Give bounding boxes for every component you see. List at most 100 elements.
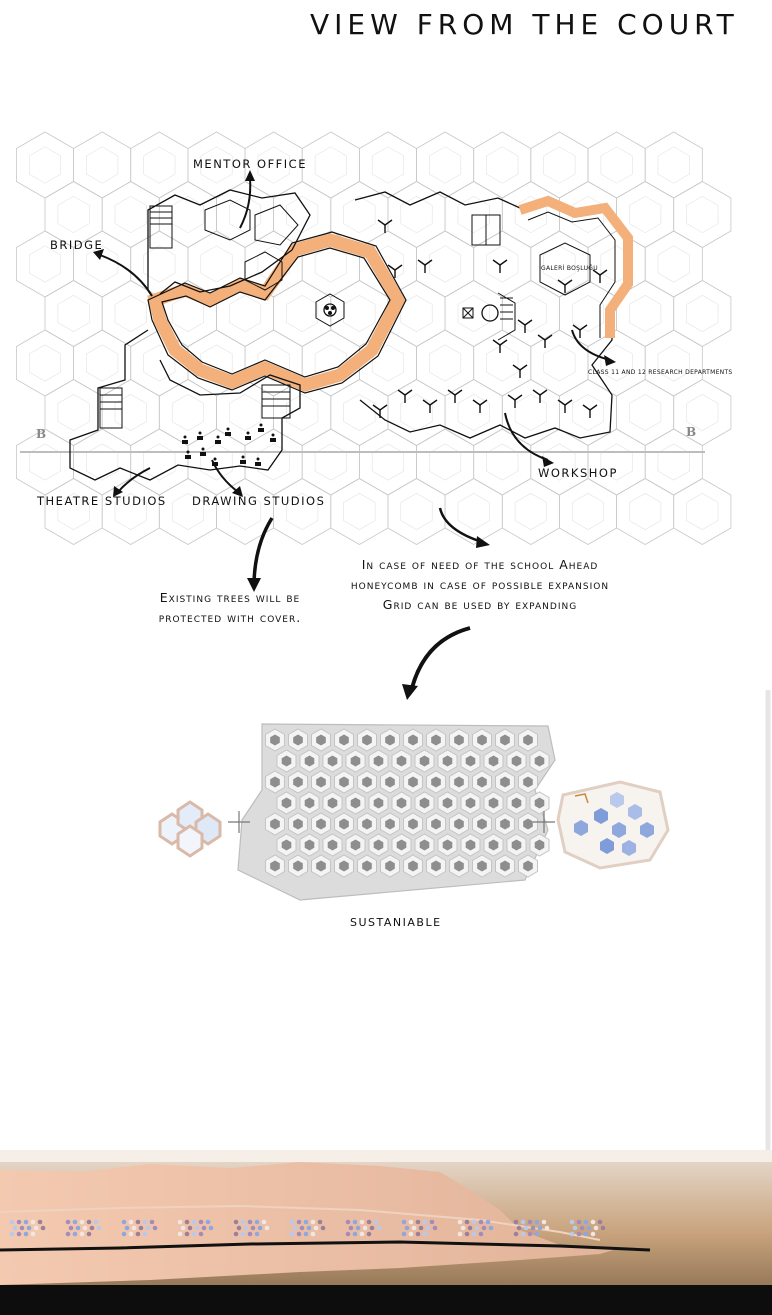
facade-opening [16,1219,22,1225]
workshop-bench [387,264,403,278]
facade-opening [75,1225,81,1231]
honeycomb-hole [350,797,361,809]
honeycomb-cell [276,833,297,857]
honeycomb-hole [270,734,280,746]
facade-opening [9,1231,15,1237]
honeycomb-cell [299,749,320,773]
facade-opening [247,1219,253,1225]
facade-opening [205,1219,211,1225]
facade-opening [478,1219,484,1225]
workshop-bench [537,334,553,348]
honeycomb-cell [391,833,412,857]
grid-hex-inner [57,394,90,431]
grid-hex-inner [371,146,405,184]
grid-hex [673,478,732,545]
honeycomb-cell [529,749,550,773]
honeycomb-cell [506,749,527,773]
honeycomb-hole [327,839,338,851]
grid-hex [301,131,360,199]
chair [246,431,250,435]
honeycomb-hole [373,755,384,767]
facade-opening [208,1225,214,1231]
facade-opening [317,1219,323,1225]
grid-hex [673,379,732,446]
grid-hex [587,131,646,199]
desk [270,438,276,442]
grid-hex [530,131,589,199]
grid-hex-inner [371,245,405,283]
grid-hex-inner [400,295,433,332]
honeycomb-cell [391,791,412,815]
facade-opening [184,1231,190,1237]
grid-hex-inner [57,295,90,332]
facade-opening [576,1219,582,1225]
grid-hex-inner [86,245,119,283]
facade-opening [600,1225,606,1231]
facade-opening [432,1225,438,1231]
grid-hex-inner [200,146,233,184]
grid-hex-inner [629,493,662,530]
honeycomb-cell [518,812,538,836]
note-existing-trees: Existing trees will be protected with co… [135,588,325,628]
grid-hex-inner [57,195,90,234]
grid-hex [644,131,703,199]
facade-opening [142,1219,148,1225]
facade-opening [593,1225,599,1231]
grid-hex-inner [543,146,576,184]
grid-hex-inner [229,195,262,234]
grid-hex [273,280,332,347]
facade-opening [425,1225,431,1231]
note-expansion: In case of need of the school Ahead hone… [300,555,660,615]
facade-opening [184,1219,190,1225]
facade-opening [467,1225,473,1231]
grid-hex [158,478,217,545]
facade-opening [86,1231,92,1237]
facade-opening [191,1219,197,1225]
grid-hex-inner [171,493,204,530]
label-bridge: BRIDGE [50,238,104,252]
facade-opening [233,1231,239,1237]
facade-opening [37,1219,43,1225]
facade-opening [124,1225,130,1231]
facade-opening [348,1225,354,1231]
grid-hex [44,280,103,347]
grid-hex-inner [343,394,376,431]
grid-hex-inner [229,295,262,332]
honeycomb-cell [506,833,527,857]
grid-hex [73,131,132,199]
arrow-trees [252,517,274,584]
honeycomb-cell [322,791,343,815]
grid-hex [473,131,532,199]
grid-hex-inner [400,394,433,431]
honeycomb-hole [523,860,533,872]
grid-hex-inner [571,493,605,530]
grid-hex [130,131,189,199]
arrow-expansion [438,507,483,544]
grid-hex-inner [400,195,433,234]
facade-opening [23,1231,29,1237]
facade-opening [513,1231,519,1237]
honeycomb-cell [518,728,538,752]
honeycomb-cell [437,749,458,773]
facade-opening [408,1219,414,1225]
facade-opening [82,1225,88,1231]
facade-opening [572,1225,578,1231]
honeycomb-hole [454,860,464,872]
honeycomb-cell [345,749,366,773]
facade-opening [520,1231,526,1237]
grid-hex-inner [486,245,519,283]
facade-opening [310,1219,316,1225]
facade-opening [464,1231,470,1237]
honeycomb-hole [477,734,487,746]
honeycomb-cell [288,728,308,752]
right-hex-module [556,780,670,870]
honeycomb-cell [311,812,331,836]
honeycomb-cell [391,749,412,773]
grid-hex-inner [371,344,405,382]
grid-hex [301,428,360,496]
facade-opening [72,1219,78,1225]
facade-opening [289,1219,295,1225]
workshop-bench [582,404,598,418]
facade-opening [404,1225,410,1231]
facade-opening [583,1231,589,1237]
